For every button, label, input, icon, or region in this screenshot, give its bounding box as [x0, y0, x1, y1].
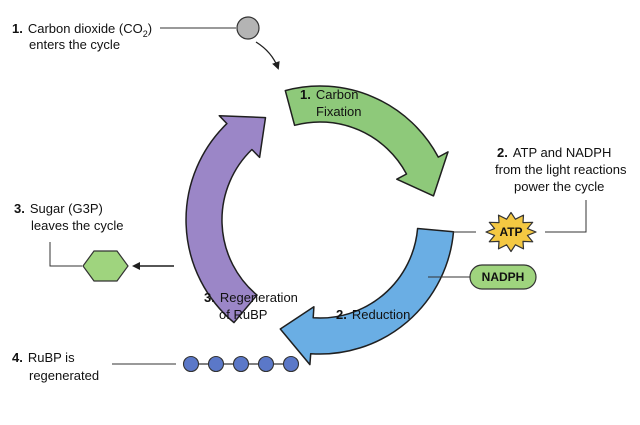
molecule-chain-icon [182, 355, 300, 373]
energy-callout: 2.ATP and NADPH [497, 145, 611, 160]
co2-entry-arrow [255, 41, 280, 70]
starburst-icon [485, 211, 537, 253]
fixation-label-line2: Fixation [316, 104, 362, 119]
reduction-arrow [279, 227, 455, 366]
nadph-badge: NADPH [482, 270, 525, 284]
rubp-callout-line2: regenerated [29, 368, 99, 383]
sugar-leader-line [49, 242, 82, 267]
energy-callout-line2: from the light reactions [495, 162, 627, 177]
atp-badge: ATP [499, 225, 522, 239]
gray-circle-icon [236, 16, 260, 40]
fixation-label: 1.Carbon [300, 87, 358, 102]
sugar-callout: 3.Sugar (G3P) [14, 201, 103, 216]
energy-callout-line3: power the cycle [514, 179, 604, 194]
fixation-arrow [284, 85, 449, 197]
regeneration-label: 3.Regeneration [204, 290, 298, 305]
sugar-callout-line2: leaves the cycle [31, 218, 124, 233]
co2-callout: 1.Carbon dioxide (CO2) [12, 21, 152, 39]
hexagon-icon [82, 250, 129, 282]
energy-leader-line [545, 200, 587, 233]
reduction-label: 2.Reduction [336, 307, 410, 322]
regeneration-label-line2: of RuBP [219, 307, 267, 322]
regeneration-arrow [185, 114, 267, 324]
co2-callout-line2: enters the cycle [29, 37, 120, 52]
nadph-badge-pill [469, 264, 537, 290]
rubp-callout: 4.RuBP is [12, 350, 75, 365]
